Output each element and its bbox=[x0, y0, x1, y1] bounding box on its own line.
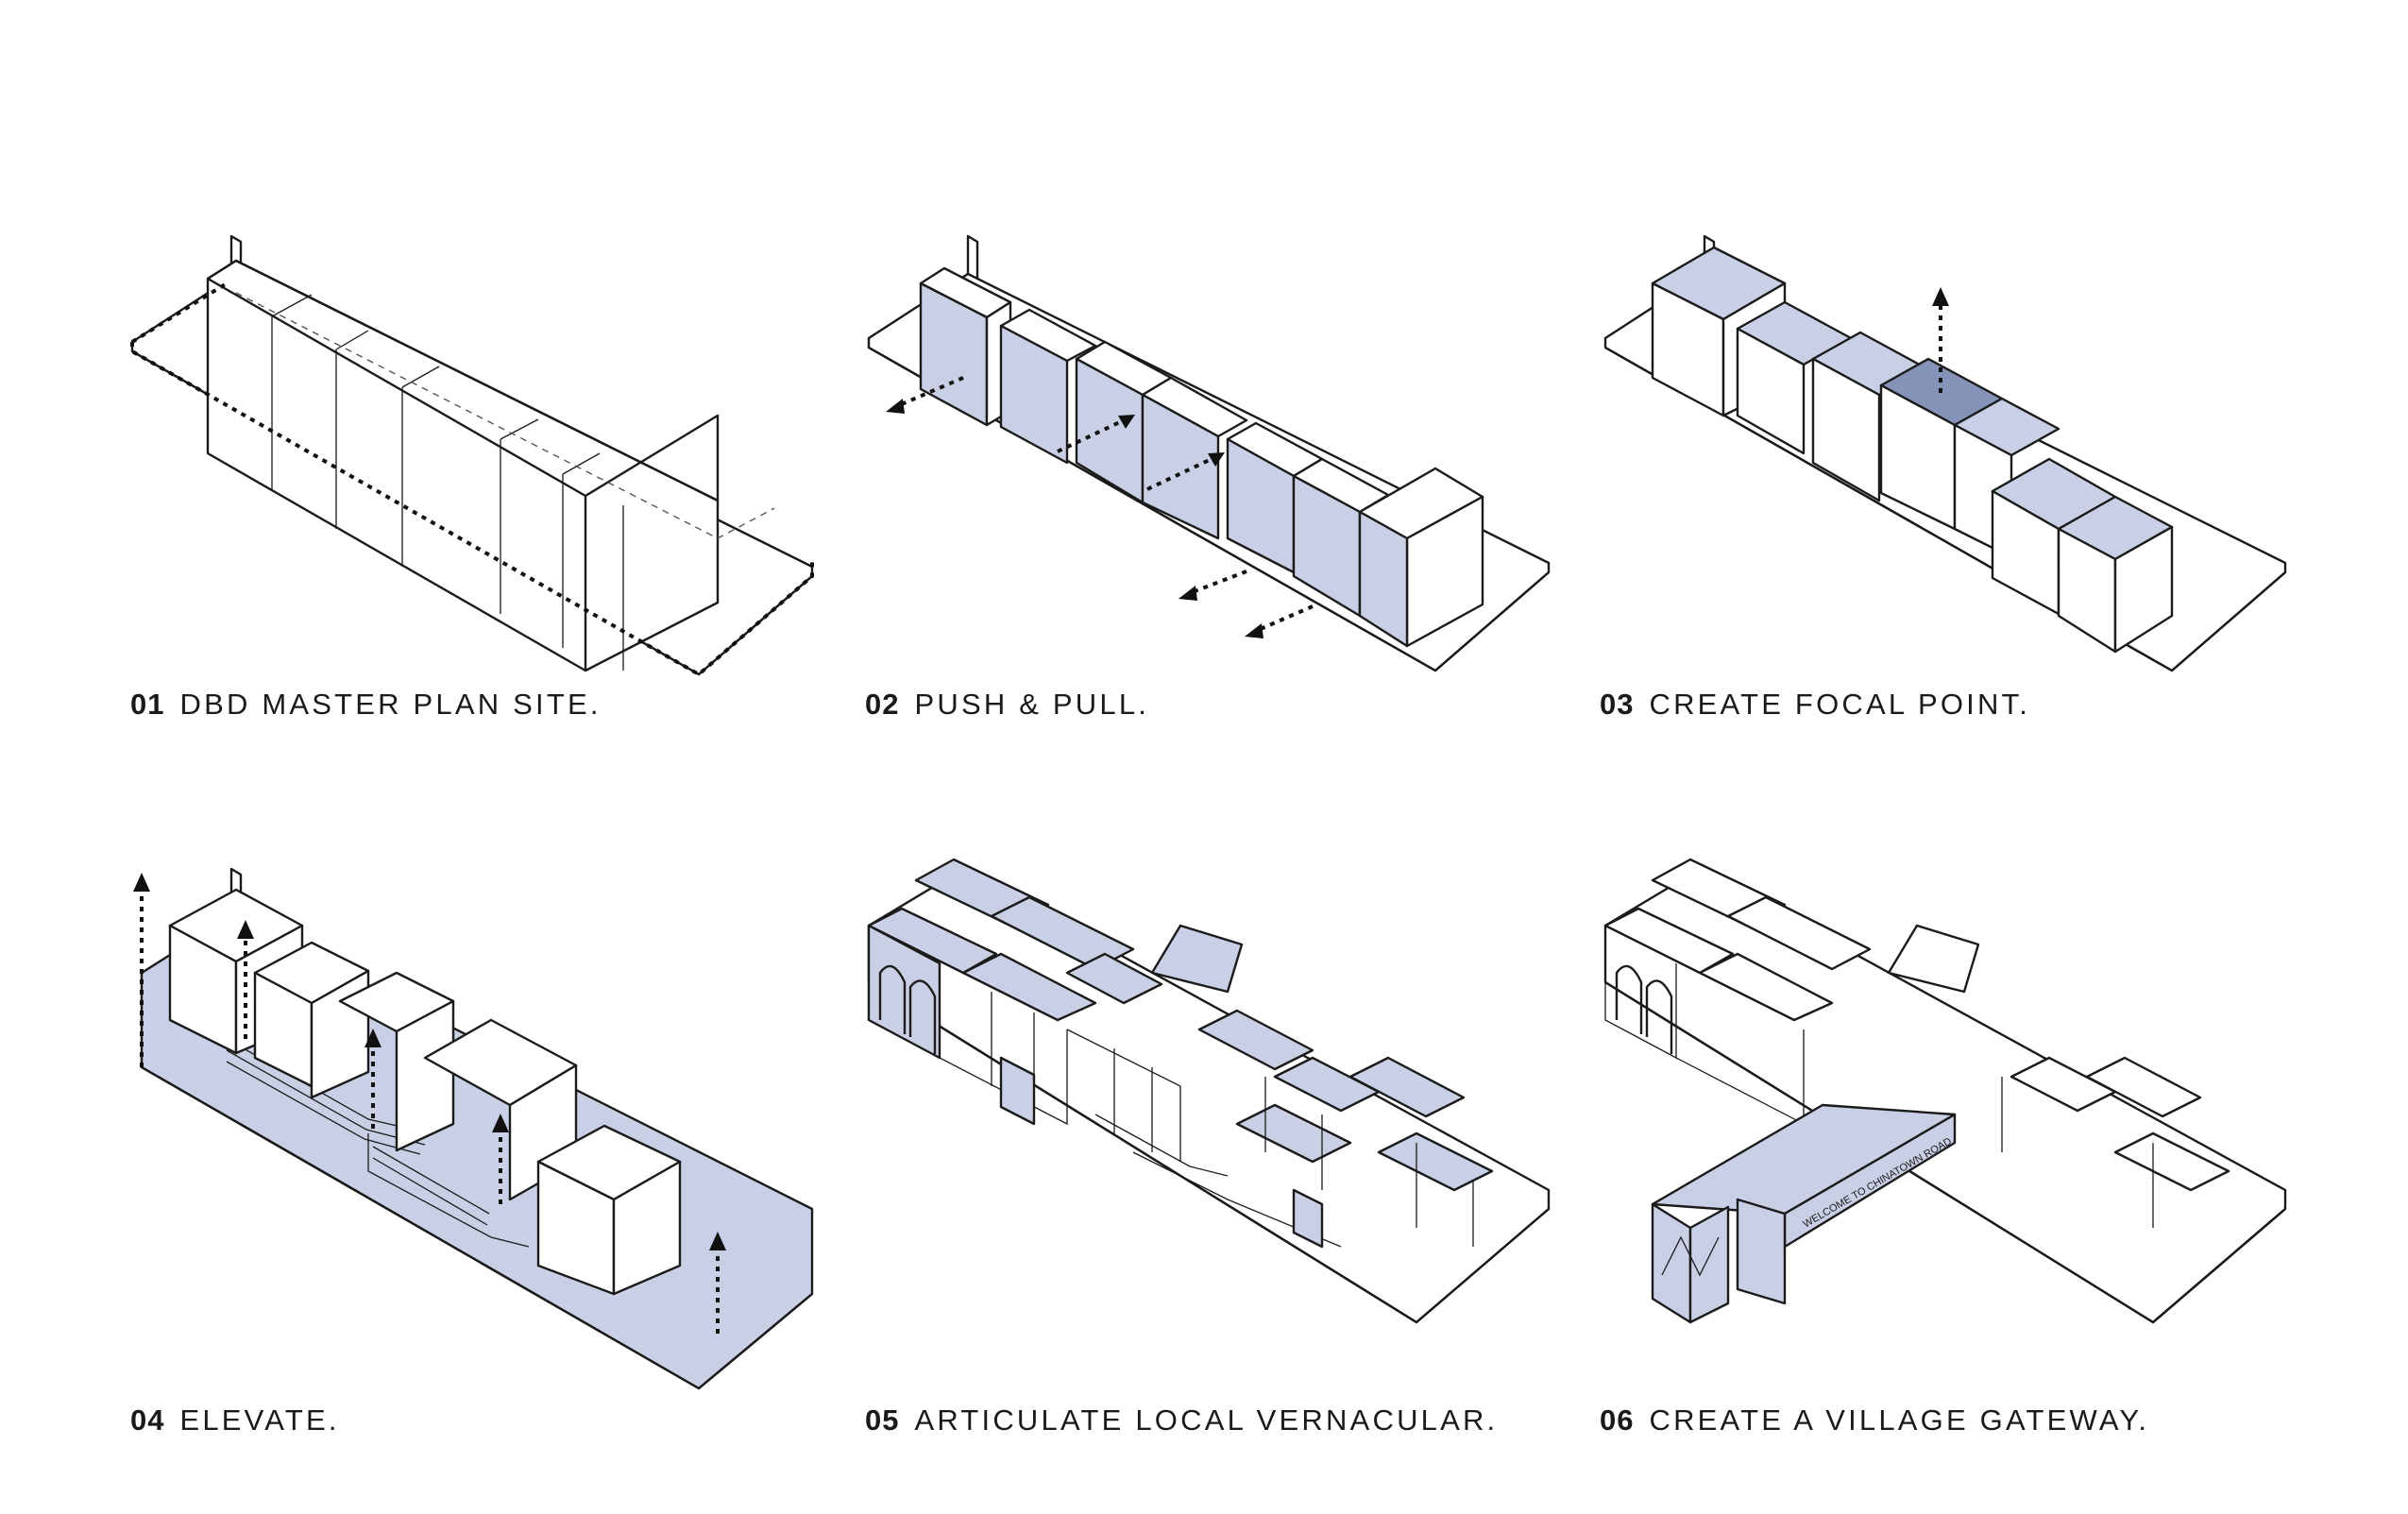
push-arrow-icon bbox=[886, 376, 964, 414]
site-axonometric bbox=[130, 234, 814, 677]
step-number: 04 bbox=[130, 1403, 165, 1437]
pull-arrow-icon bbox=[1057, 415, 1314, 638]
step-label: ARTICULATE LOCAL VERNACULAR. bbox=[914, 1403, 1499, 1437]
gable-roof bbox=[1150, 924, 1244, 994]
step-label: CREATE FOCAL POINT. bbox=[1649, 688, 2031, 721]
step-caption-06: 06 CREATE A VILLAGE GATEWAY. bbox=[1600, 1403, 2149, 1437]
up-arrow-icon bbox=[1932, 287, 1949, 393]
hidden-boundary-line bbox=[235, 292, 775, 539]
step-caption-04: 04 ELEVATE. bbox=[130, 1403, 340, 1437]
vernacular-axonometric bbox=[867, 858, 1551, 1324]
focal-point-axonometric bbox=[1603, 234, 2287, 672]
step-number: 01 bbox=[130, 688, 165, 721]
step-number: 05 bbox=[865, 1403, 900, 1437]
step-label: PUSH & PULL. bbox=[914, 688, 1150, 721]
push-pull-axonometric bbox=[867, 234, 1551, 672]
step-label: ELEVATE. bbox=[179, 1403, 340, 1437]
step-number: 06 bbox=[1600, 1403, 1635, 1437]
building-blocks bbox=[206, 259, 720, 672]
step-number: 02 bbox=[865, 688, 900, 721]
step-caption-05: 05 ARTICULATE LOCAL VERNACULAR. bbox=[865, 1403, 1498, 1437]
step-number: 03 bbox=[1600, 688, 1635, 721]
village-gateway: WELCOME TO CHINATOWN ROAD bbox=[1651, 1103, 1957, 1324]
step-caption-01: 01 DBD MASTER PLAN SITE. bbox=[130, 688, 602, 722]
step-caption-02: 02 PUSH & PULL. bbox=[865, 688, 1149, 722]
elevate-axonometric bbox=[133, 867, 814, 1390]
gateway-axonometric: WELCOME TO CHINATOWN ROAD bbox=[1603, 858, 2287, 1324]
up-arrow-icon bbox=[133, 873, 726, 1334]
step-label: CREATE A VILLAGE GATEWAY. bbox=[1649, 1403, 2150, 1437]
step-caption-03: 03 CREATE FOCAL POINT. bbox=[1600, 688, 2030, 722]
step-label: DBD MASTER PLAN SITE. bbox=[179, 688, 602, 721]
